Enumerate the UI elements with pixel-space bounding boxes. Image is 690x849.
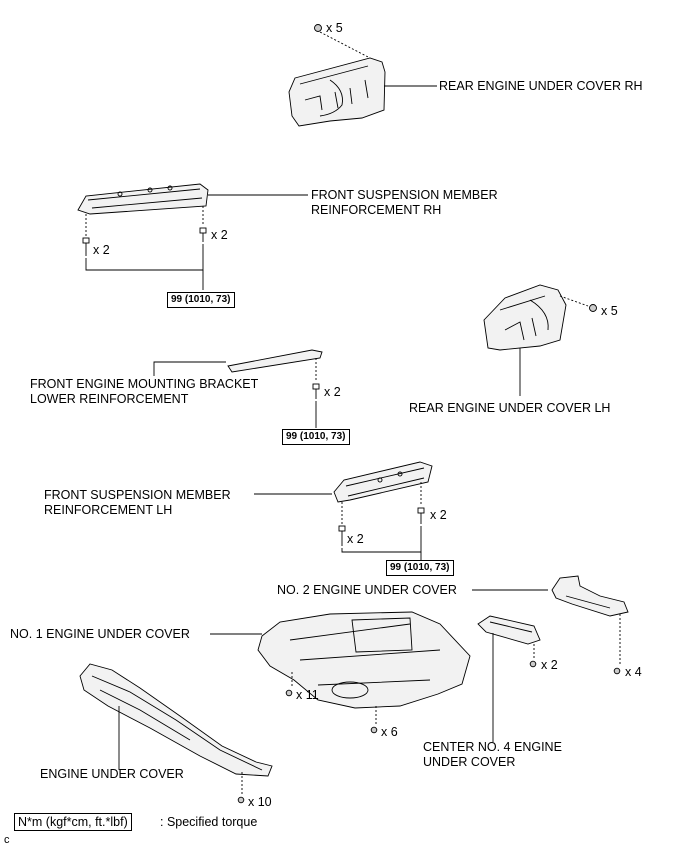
label-rear-engine-under-cover-lh: REAR ENGINE UNDER COVER LH: [409, 401, 611, 415]
label-femb-lower-reinforcement-line2: LOWER REINFORCEMENT: [30, 392, 189, 406]
qty-femb-bolts: x 2: [324, 385, 341, 399]
label-center-no4-engine-under-cover-line1: CENTER NO. 4 ENGINE: [423, 740, 562, 754]
qty-fsm-lh-bolt-a: x 2: [347, 532, 364, 546]
no2-engine-under-cover-part: [472, 575, 629, 675]
fsm-reinforcement-rh-part: [77, 183, 308, 290]
label-femb-lower-reinforcement-line1: FRONT ENGINE MOUNTING BRACKET: [30, 377, 259, 391]
qty-fsm-rh-bolt-a: x 2: [93, 243, 110, 257]
rear-engine-under-cover-rh-part: [288, 24, 437, 127]
label-engine-under-cover: ENGINE UNDER COVER: [40, 767, 184, 781]
qty-no1-clips-a: x 11: [296, 688, 319, 702]
legend-specified-torque-text: : Specified torque: [160, 815, 258, 829]
torque-fsm-lh: 99 (1010, 73): [386, 560, 454, 576]
label-no1-engine-under-cover: NO. 1 ENGINE UNDER COVER: [10, 627, 190, 641]
qty-rear-lh-clips: x 5: [601, 304, 618, 318]
label-fsm-reinforcement-rh-line2: REINFORCEMENT RH: [311, 203, 442, 217]
qty-fsm-lh-bolt-b: x 2: [430, 508, 447, 522]
engine-under-cover-part: [79, 663, 273, 804]
torque-fsm-rh: 99 (1010, 73): [167, 292, 235, 308]
figure-code: c: [4, 834, 10, 846]
qty-center4-clips: x 2: [541, 658, 558, 672]
label-fsm-reinforcement-lh-line1: FRONT SUSPENSION MEMBER: [44, 488, 231, 502]
fsm-reinforcement-lh-part: [254, 461, 433, 560]
qty-no2-clips: x 4: [625, 665, 642, 679]
qty-fsm-rh-bolt-b: x 2: [211, 228, 228, 242]
label-center-no4-engine-under-cover-line2: UNDER COVER: [423, 755, 516, 769]
rear-engine-under-cover-lh-part: [483, 284, 597, 396]
femb-lower-reinforcement-part: [153, 349, 323, 428]
qty-engine-clips: x 10: [248, 795, 272, 809]
qty-no1-clips-b: x 6: [381, 725, 398, 739]
qty-rear-rh-clips: x 5: [326, 21, 343, 35]
label-fsm-reinforcement-rh-line1: FRONT SUSPENSION MEMBER: [311, 188, 498, 202]
torque-femb: 99 (1010, 73): [282, 429, 350, 445]
legend-torque-unit-box: N*m (kgf*cm, ft.*lbf): [14, 813, 132, 831]
label-rear-engine-under-cover-rh: REAR ENGINE UNDER COVER RH: [439, 79, 643, 93]
no1-engine-under-cover-part: [210, 611, 471, 734]
label-no2-engine-under-cover: NO. 2 ENGINE UNDER COVER: [277, 583, 457, 597]
center-no4-engine-under-cover-part: [477, 615, 541, 742]
label-fsm-reinforcement-lh-line2: REINFORCEMENT LH: [44, 503, 173, 517]
